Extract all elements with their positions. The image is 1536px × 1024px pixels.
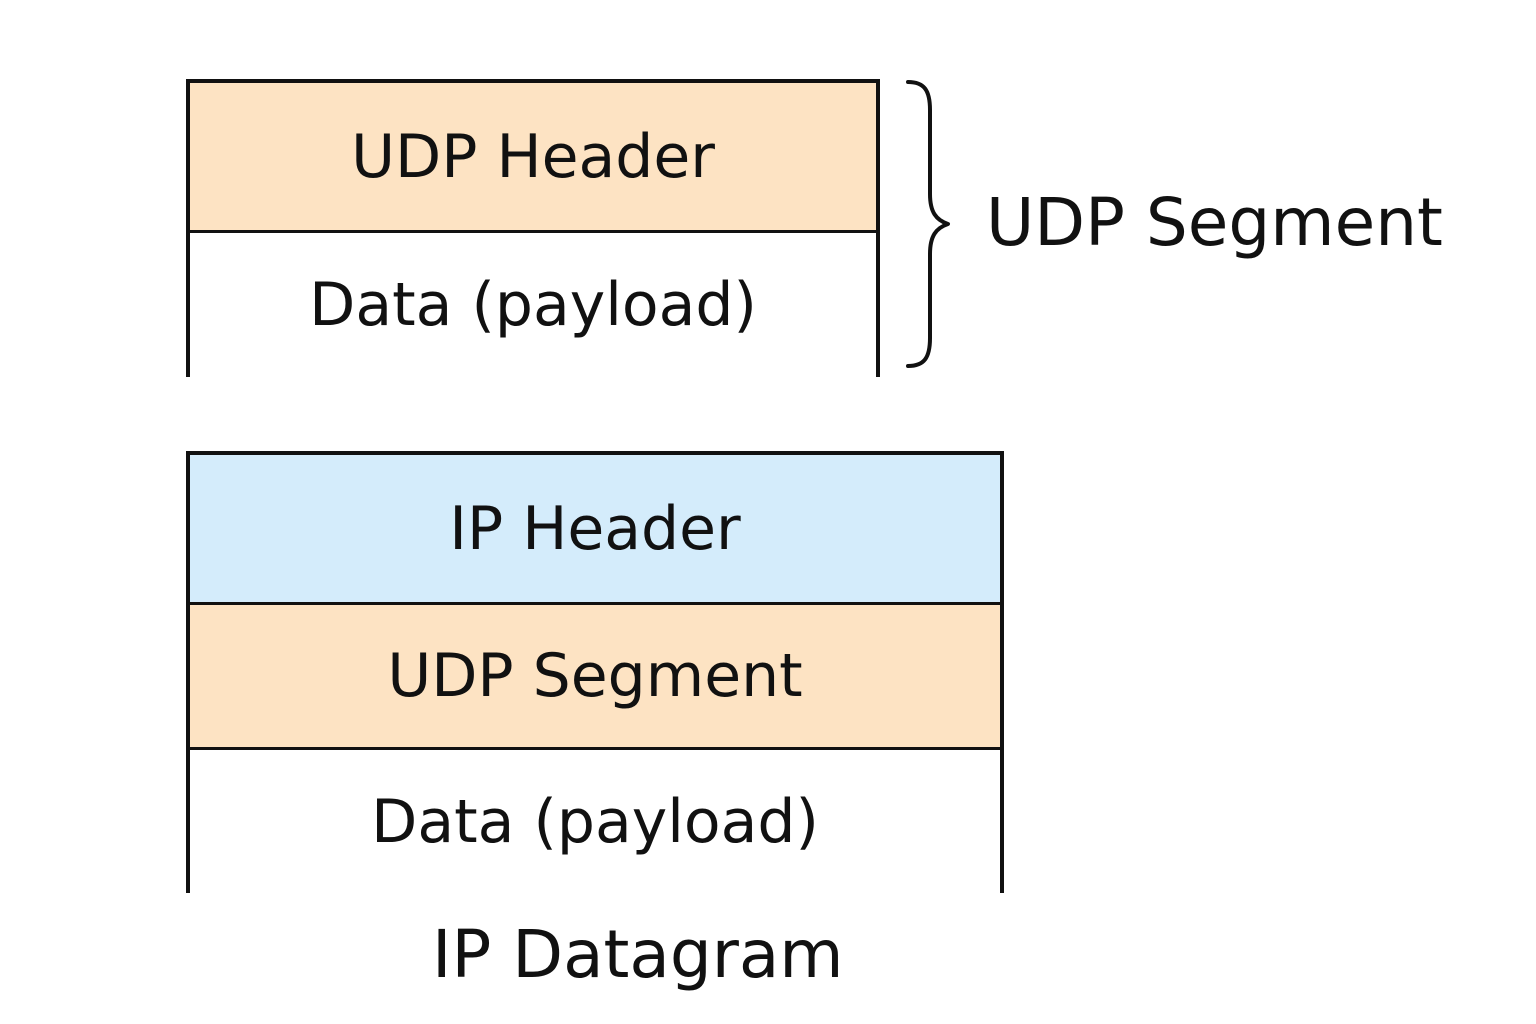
- ip-udp-segment-row: UDP Segment: [190, 602, 1000, 747]
- udp-data-row: Data (payload): [190, 230, 876, 377]
- udp-segment-box: UDP Header Data (payload): [186, 79, 880, 377]
- ip-header-row: IP Header: [190, 455, 1000, 602]
- udp-segment-label: UDP Segment: [986, 184, 1443, 261]
- ip-datagram-caption: IP Datagram: [432, 916, 844, 993]
- ip-data-row: Data (payload): [190, 747, 1000, 893]
- curly-brace-icon: [906, 80, 950, 368]
- ip-datagram-box: IP Header UDP Segment Data (payload): [186, 451, 1004, 893]
- udp-header-row: UDP Header: [190, 83, 876, 230]
